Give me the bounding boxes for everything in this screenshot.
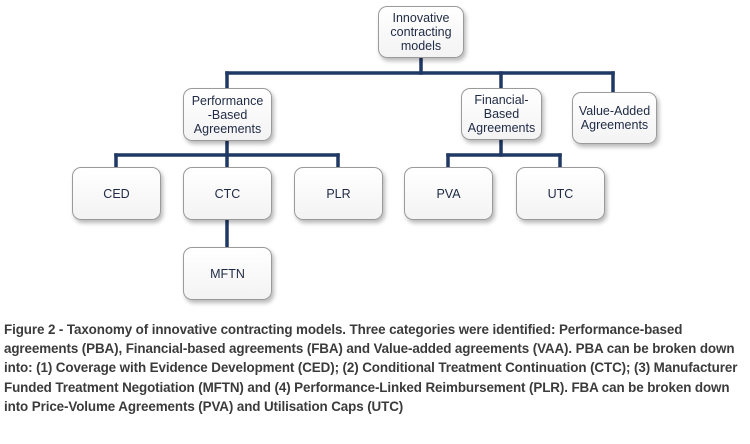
connector-lines [114, 56, 615, 249]
node-label: PLR [326, 186, 351, 201]
node-ced: CED [72, 167, 161, 220]
node-label: CED [103, 186, 130, 201]
node-label: Innovative contracting models [390, 11, 452, 53]
node-label: Value-Added Agreements [578, 104, 651, 132]
node-pva: PVA [404, 167, 493, 220]
node-label: MFTN [210, 266, 245, 281]
node-ctc: CTC [183, 167, 272, 220]
node-mftn: MFTN [183, 247, 272, 300]
node-value-added-agreements: Value-Added Agreements [572, 92, 657, 144]
figure-caption: Figure 2 - Taxonomy of innovative contra… [4, 322, 738, 414]
node-utc: UTC [516, 167, 605, 220]
node-innovative-contracting-models: Innovative contracting models [378, 6, 464, 58]
node-label: UTC [547, 186, 574, 201]
node-label: Financial- Based Agreements [467, 93, 536, 135]
taxonomy-diagram: Innovative contracting models Performanc… [72, 6, 657, 300]
node-plr: PLR [294, 167, 383, 220]
node-performance-based-agreements: Performance -Based Agreements [183, 88, 272, 141]
node-label: Performance -Based Agreements [191, 93, 264, 136]
node-label: PVA [436, 186, 461, 201]
node-label: CTC [214, 186, 241, 201]
node-financial-based-agreements: Financial- Based Agreements [461, 88, 542, 140]
